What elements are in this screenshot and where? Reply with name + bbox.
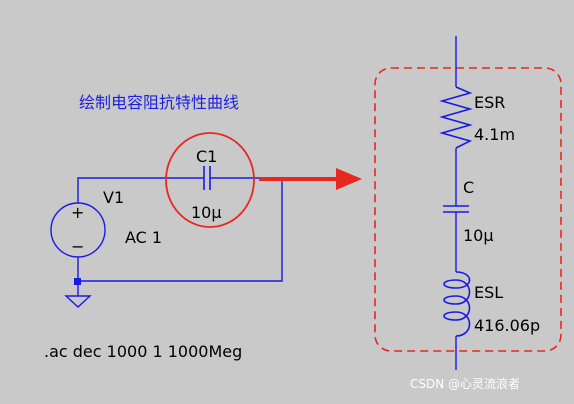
model-capacitor-icon	[443, 205, 469, 213]
esl-value-label: 416.06p	[474, 316, 540, 335]
capacitor-highlight-ellipse	[165, 132, 255, 228]
watermark: CSDN @心灵流浪者	[410, 376, 520, 391]
capacitor-name-label: C1	[196, 147, 217, 166]
source-plus-sign: +	[71, 203, 84, 222]
circuit-wires	[77, 177, 283, 296]
esr-value-label: 4.1m	[474, 125, 515, 144]
source-value-label: AC 1	[125, 228, 162, 247]
source-name-label: V1	[103, 188, 124, 207]
ac-voltage-source-icon	[50, 202, 106, 258]
ground-icon	[64, 295, 92, 308]
esr-name-label: ESR	[474, 93, 505, 112]
model-c-name-label: C	[463, 178, 474, 197]
ground-node	[74, 278, 81, 285]
inductor-icon	[443, 271, 471, 337]
source-minus-sign: −	[71, 237, 84, 256]
resistor-icon	[439, 86, 473, 149]
spice-directive: .ac dec 1000 1 1000Meg	[44, 342, 242, 361]
esl-name-label: ESL	[474, 283, 503, 302]
diagram-title: 绘制电容阻抗特性曲线	[79, 93, 239, 112]
arrow-right-icon	[259, 168, 362, 190]
model-c-value-label: 10μ	[463, 226, 494, 245]
capacitor-value-label: 10μ	[191, 203, 222, 222]
model-highlight-box	[374, 67, 562, 352]
capacitor-icon	[203, 166, 211, 190]
